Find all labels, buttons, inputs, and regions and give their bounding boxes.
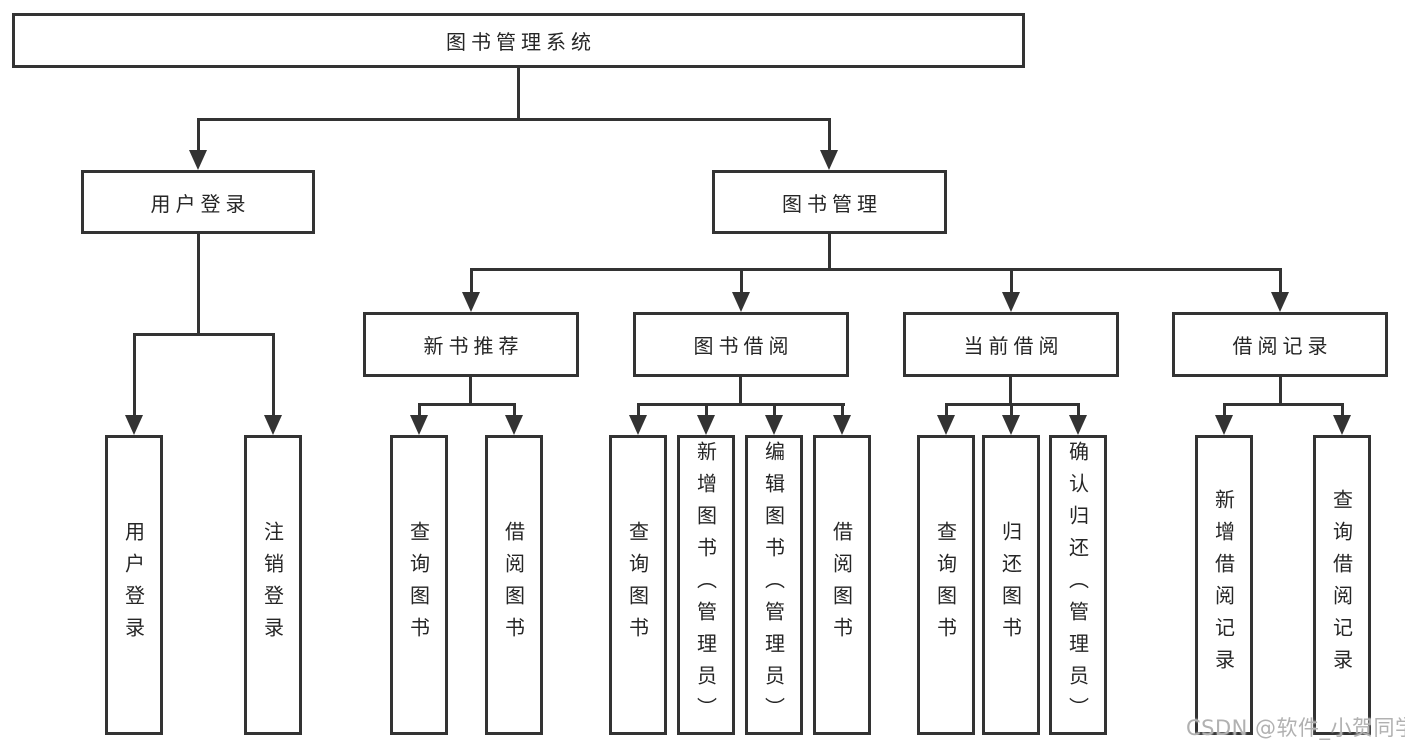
leaf-edit-books-admin: 编辑图书（管理员） [745,435,803,735]
leaf-query-borrow-record: 查询借阅记录 [1313,435,1371,735]
connector-line [418,406,421,416]
leaf-logout-label: 注销登录 [260,521,285,649]
leaf-query-borrow-record-label: 查询借阅记录 [1329,489,1354,681]
node-borrow-record: 借阅记录 [1172,312,1388,377]
arrow-down-icon [264,415,282,435]
leaf-return-books: 归还图书 [982,435,1040,735]
leaf-add-borrow-record: 新增借阅记录 [1195,435,1253,735]
leaf-confirm-return-admin: 确认归还（管理员） [1049,435,1107,735]
connector-line [1341,406,1344,416]
leaf-query-books-current-label: 查询图书 [933,521,958,649]
leaf-add-borrow-record-label: 新增借阅记录 [1211,489,1236,681]
connector-line [272,336,275,416]
leaf-query-books-recommend-label: 查询图书 [406,521,431,649]
arrow-down-icon [937,415,955,435]
arrow-down-icon [697,415,715,435]
node-borrow-record-label: 借阅记录 [1232,334,1333,358]
connector-line [1009,377,1012,403]
node-current-borrow-label: 当前借阅 [963,334,1064,358]
leaf-query-books-borrow-label: 查询图书 [625,521,650,649]
arrow-down-icon [1271,292,1289,312]
connector-line [1223,403,1344,406]
leaf-query-books-current: 查询图书 [917,435,975,735]
connector-line [828,121,831,150]
leaf-borrow-books-recommend-label: 借阅图书 [501,521,526,649]
connector-line [637,406,640,416]
node-book-borrow: 图书借阅 [633,312,849,377]
arrow-down-icon [732,292,750,312]
arrow-down-icon [833,415,851,435]
node-book-borrow-label: 图书借阅 [693,334,794,358]
arrow-down-icon [505,415,523,435]
connector-line [470,268,1282,271]
connector-line [739,377,742,403]
connector-line [1010,406,1013,416]
leaf-confirm-return-admin-label: 确认归还（管理员） [1065,441,1090,729]
node-book-management-label: 图书管理 [782,191,882,216]
connector-line [740,271,743,293]
arrow-down-icon [820,150,838,170]
connector-line [637,403,845,406]
connector-line [1223,406,1226,416]
arrow-down-icon [189,150,207,170]
connector-line [133,336,136,416]
leaf-borrow-books-label: 借阅图书 [829,521,854,649]
connector-line [841,406,844,416]
leaf-logout: 注销登录 [244,435,302,735]
connector-line [773,406,776,416]
arrow-down-icon [125,415,143,435]
connector-line [517,68,520,121]
connector-line [470,271,473,293]
connector-line [197,121,200,150]
arrow-down-icon [1215,415,1233,435]
connector-line [1279,377,1282,403]
arrow-down-icon [629,415,647,435]
arrow-down-icon [1002,415,1020,435]
connector-line [1010,271,1013,293]
connector-line [1077,406,1080,416]
leaf-query-books-borrow: 查询图书 [609,435,667,735]
leaf-user-login-label: 用户登录 [121,521,146,649]
connector-line [418,403,516,406]
leaf-add-books-admin: 新增图书（管理员） [677,435,735,735]
connector-line [197,234,200,333]
connector-line [945,406,948,416]
connector-line [513,406,516,416]
leaf-return-books-label: 归还图书 [998,521,1023,649]
node-current-borrow: 当前借阅 [903,312,1119,377]
connector-line [133,333,275,336]
arrow-down-icon [765,415,783,435]
arrow-down-icon [462,292,480,312]
node-root-label: 图书管理系统 [446,30,596,54]
arrow-down-icon [410,415,428,435]
node-root: 图书管理系统 [12,13,1025,68]
arrow-down-icon [1069,415,1087,435]
leaf-edit-books-admin-label: 编辑图书（管理员） [761,441,786,729]
node-book-management: 图书管理 [712,170,947,234]
connector-line [828,234,831,268]
node-user-login: 用户登录 [81,170,315,234]
leaf-add-books-admin-label: 新增图书（管理员） [693,441,718,729]
connector-line [197,118,831,121]
connector-line [469,377,472,403]
connector-line [945,403,1080,406]
arrow-down-icon [1002,292,1020,312]
connector-line [705,406,708,416]
leaf-user-login: 用户登录 [105,435,163,735]
leaf-borrow-books: 借阅图书 [813,435,871,735]
leaf-query-books-recommend: 查询图书 [390,435,448,735]
arrow-down-icon [1333,415,1351,435]
watermark: CSDN @软件_小贺同学 [1186,716,1405,740]
node-user-login-label: 用户登录 [150,191,251,216]
connector-line [1279,271,1282,293]
node-new-book-recommend-label: 新书推荐 [423,334,524,358]
node-new-book-recommend: 新书推荐 [363,312,579,377]
leaf-borrow-books-recommend: 借阅图书 [485,435,543,735]
